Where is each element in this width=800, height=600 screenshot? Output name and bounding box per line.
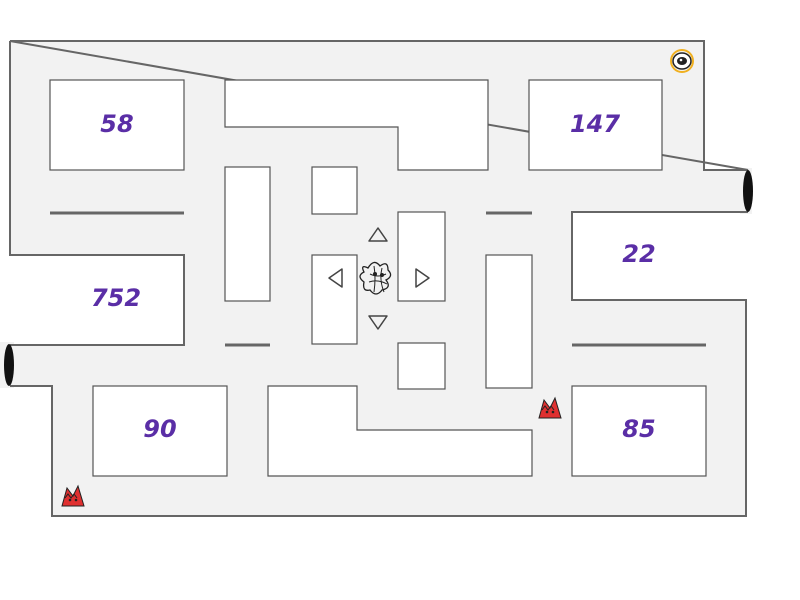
- move-up-arrow-icon[interactable]: [368, 227, 388, 242]
- room-number-58: 58: [100, 110, 133, 138]
- room-number-85: 85: [622, 415, 655, 443]
- move-left-arrow-icon[interactable]: [328, 268, 343, 288]
- eye-ghost-icon: [670, 49, 694, 73]
- player-character-icon: [359, 261, 392, 295]
- move-right-arrow-icon[interactable]: [415, 268, 430, 288]
- maze-barriers: [50, 211, 706, 347]
- red-monster-icon: [61, 484, 85, 507]
- red-monster-icon: [538, 396, 562, 419]
- room-number-752: 752: [91, 284, 141, 312]
- maze-walls: [49, 79, 707, 477]
- room-number-22: 22: [622, 240, 655, 268]
- right-portal: [743, 170, 753, 212]
- move-down-arrow-icon[interactable]: [368, 315, 388, 330]
- left-portal: [4, 344, 14, 386]
- room-number-90: 90: [143, 415, 176, 443]
- room-number-147: 147: [570, 110, 620, 138]
